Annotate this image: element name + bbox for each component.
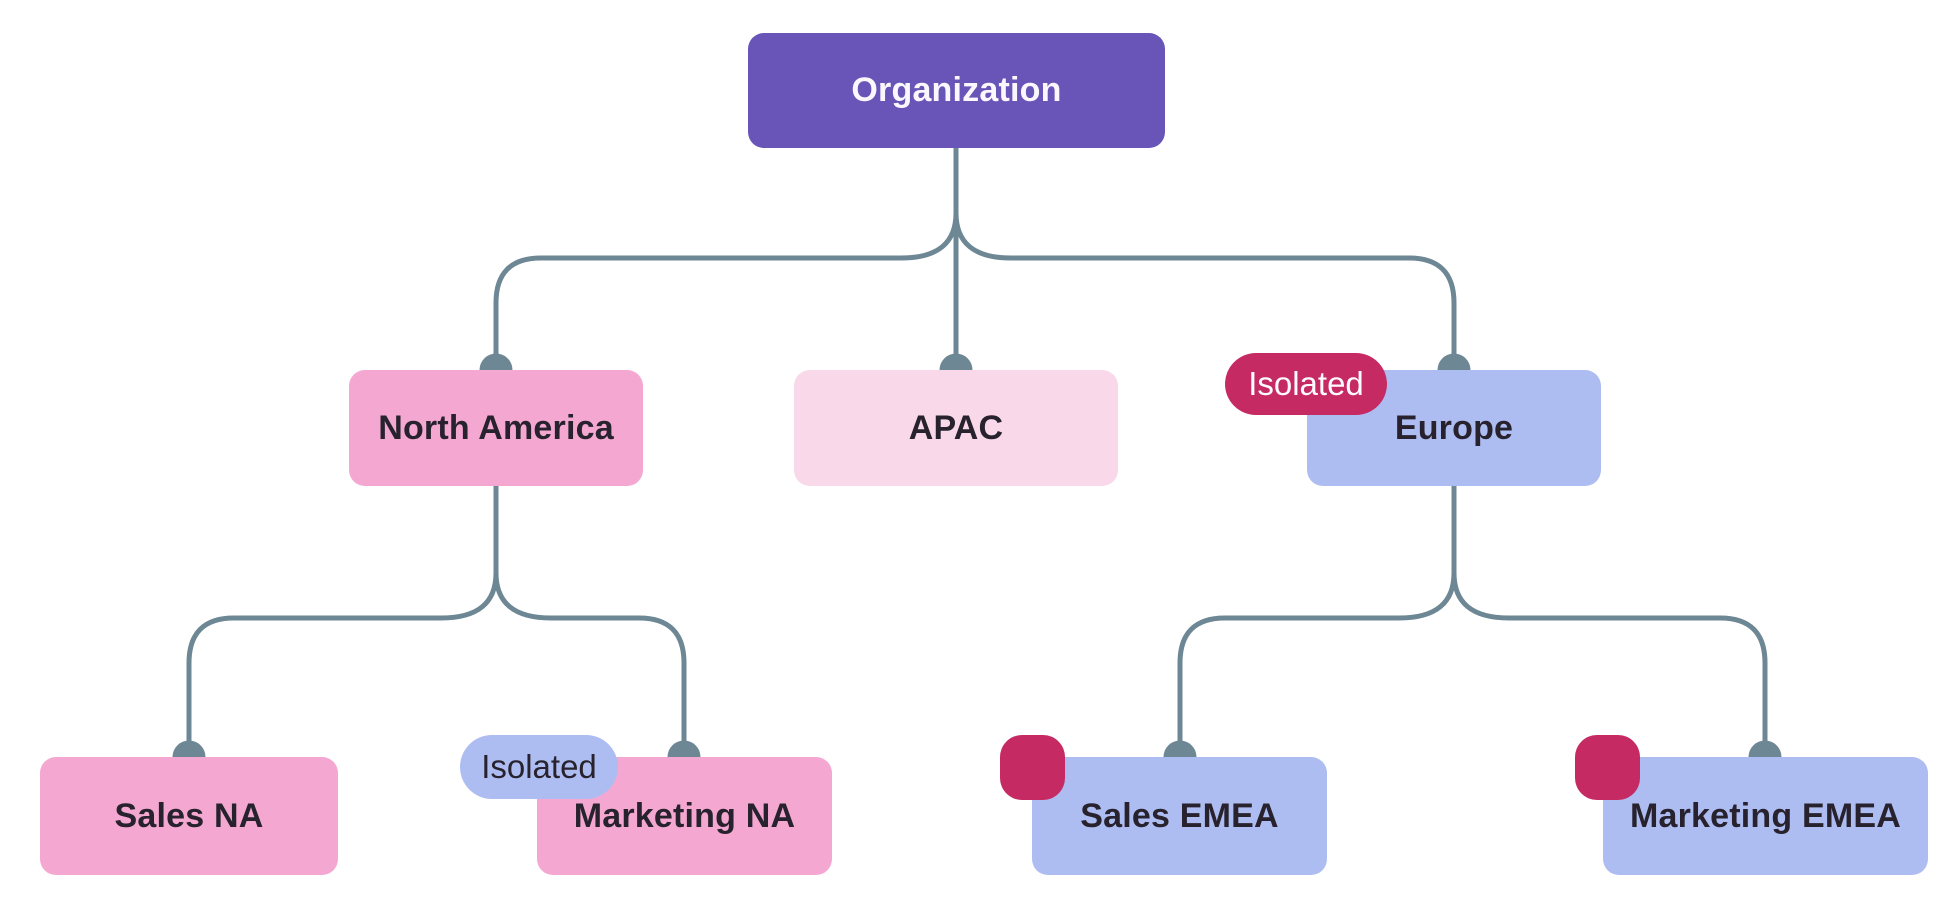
node-marketing-emea[interactable]: Marketing EMEA xyxy=(1603,757,1928,875)
edge-organization-north-america xyxy=(493,145,959,375)
node-label: Organization xyxy=(851,71,1062,109)
node-north-america[interactable]: North America xyxy=(349,370,643,486)
status-dot-badge-marketing-emea xyxy=(1575,735,1640,800)
node-label: Marketing NA xyxy=(573,796,796,835)
edge-north-america-sales-na xyxy=(186,483,499,762)
node-apac[interactable]: APAC xyxy=(794,370,1118,486)
status-dot-badge-sales-emea xyxy=(1000,735,1065,800)
isolated-badge-europe: Isolated xyxy=(1225,353,1387,415)
isolated-badge-marketing-na: Isolated xyxy=(460,735,618,799)
node-sales-emea[interactable]: Sales EMEA xyxy=(1032,757,1327,875)
edge-north-america-marketing-na xyxy=(493,483,687,762)
node-label: Marketing EMEA xyxy=(1629,796,1902,835)
node-label: Sales EMEA xyxy=(1080,796,1279,835)
badge-label: Isolated xyxy=(481,748,597,785)
node-label: North America xyxy=(378,408,614,447)
node-label: APAC xyxy=(908,408,1004,447)
edge-organization-europe xyxy=(953,145,1457,375)
node-organization[interactable]: Organization xyxy=(748,33,1165,148)
edge-europe-sales-emea xyxy=(1177,483,1457,762)
node-label: Europe xyxy=(1394,408,1514,447)
edge-europe-marketing-emea xyxy=(1451,483,1768,762)
node-sales-na[interactable]: Sales NA xyxy=(40,757,338,875)
node-label: Sales NA xyxy=(114,796,264,835)
badge-label: Isolated xyxy=(1248,365,1364,402)
